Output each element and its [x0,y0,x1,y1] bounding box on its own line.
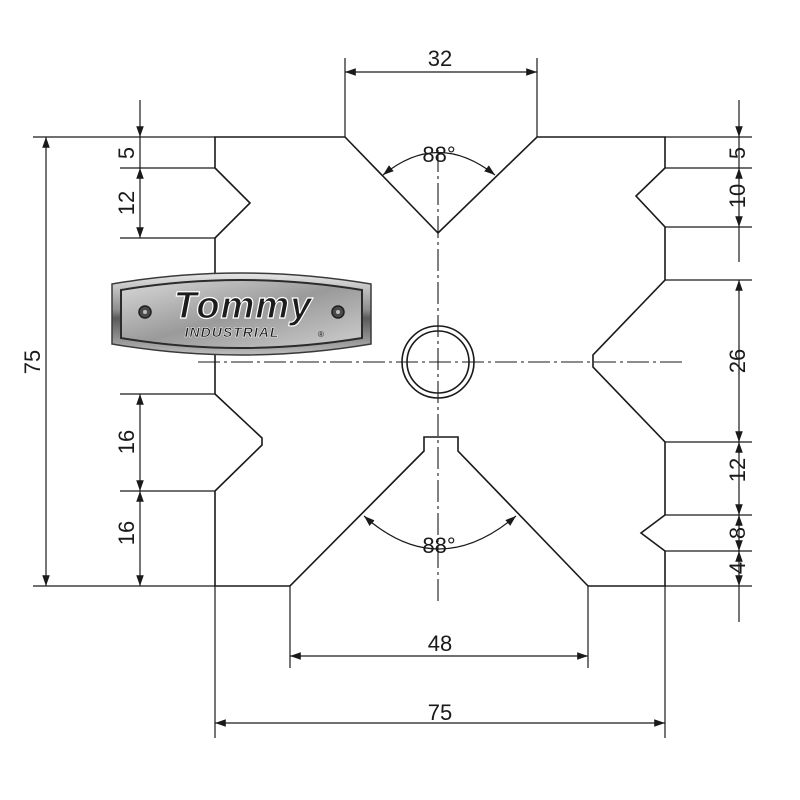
dim-left-bottom-offset: 16 [114,521,139,545]
dim-bottom-vee-width: 48 [428,631,452,656]
logo-registered-mark: ® [318,330,324,339]
center-bore-outer [401,325,475,399]
dim-left-upper-notch: 12 [114,191,139,215]
logo-brand-text: Tommy [174,285,314,327]
dim-right-small-notch: 8 [725,527,750,539]
dim-overall-width: 75 [428,700,452,725]
brand-logo: Tommy INDUSTRIAL ® [111,272,372,356]
dim-right-bottom-offset: 4 [725,562,750,574]
center-bore-inner [406,330,470,394]
extension-lines [33,58,752,738]
dim-left-top-offset: 5 [114,147,139,159]
dim-right-top-offset: 5 [725,147,750,159]
dim-right-big-vee: 26 [725,349,750,373]
dim-top-vee-angle: 88° [422,142,455,167]
dim-right-upper-notch: 10 [725,184,750,208]
dim-bottom-vee-angle: 88° [422,533,455,558]
dim-right-gap: 12 [725,458,750,482]
dim-left-lower-notch: 16 [114,430,139,454]
dim-top-vee-width: 32 [428,46,452,71]
dimension-lines [42,68,743,727]
logo-sub-text: INDUSTRIAL [185,324,280,340]
dim-overall-height: 75 [20,350,45,374]
